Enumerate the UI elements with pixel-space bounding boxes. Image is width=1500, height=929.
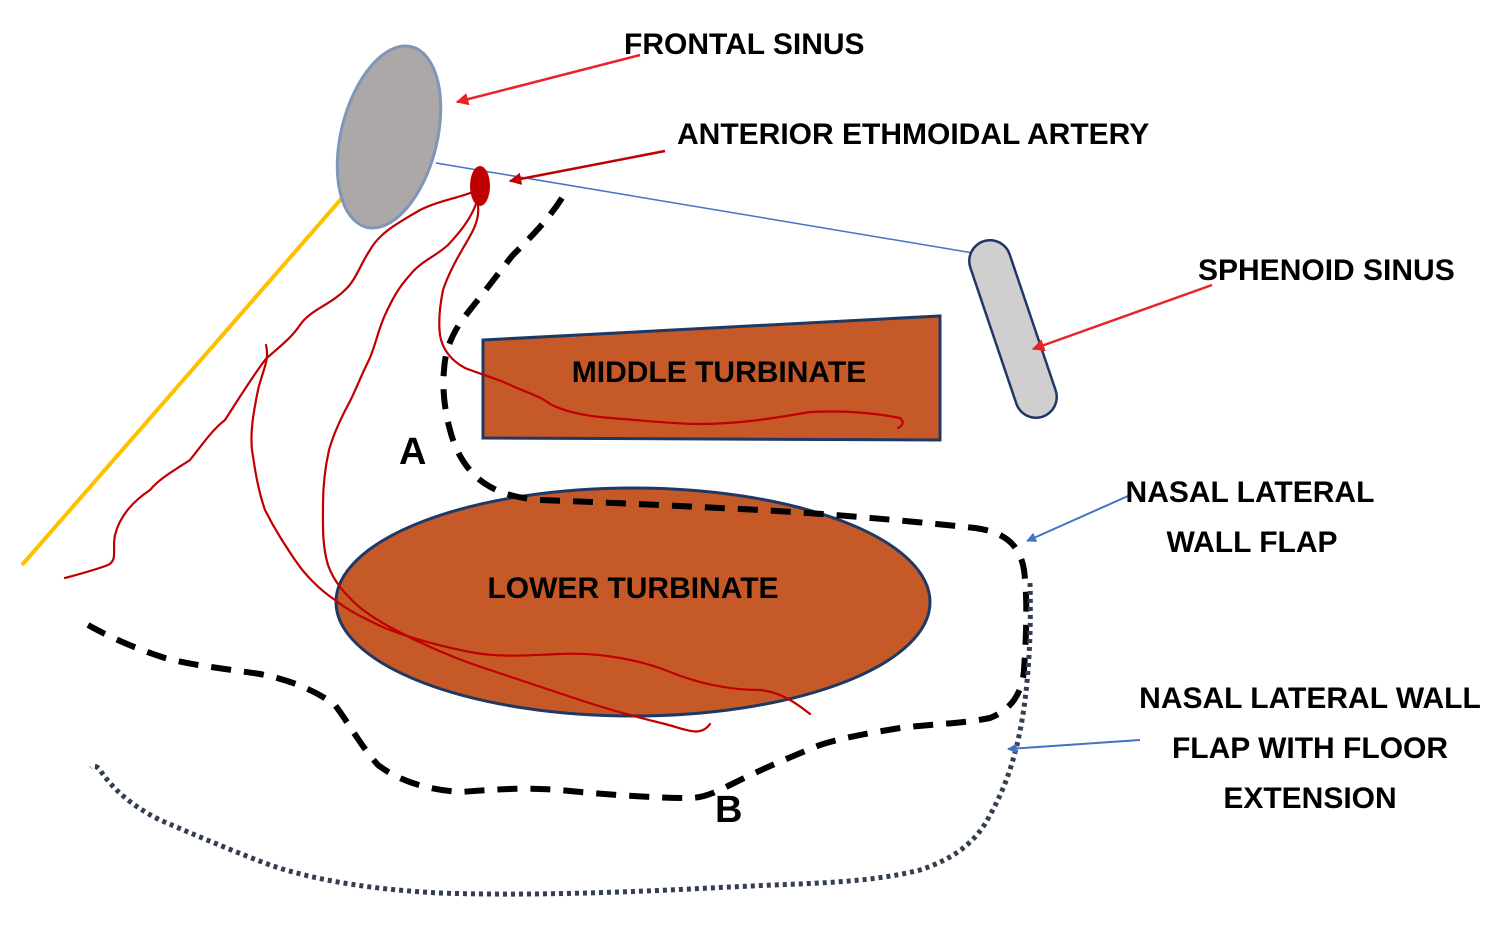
point-b-label: B <box>715 789 742 831</box>
floor-extension-label-line2: FLAP WITH FLOOR <box>1172 732 1448 765</box>
anterior-ethmoidal-artery-node <box>470 166 490 206</box>
anterior-ethmoidal-artery-pointer <box>508 149 666 185</box>
nasal-lateral-wall-flap-label-line1: NASAL LATERAL <box>1126 476 1375 509</box>
artery-branch-1 <box>63 188 480 580</box>
floor-extension-pointer <box>1007 739 1141 754</box>
nasal-lateral-wall-flap-outline <box>86 196 1030 802</box>
frontal-sinus-label: FRONTAL SINUS <box>624 28 865 61</box>
floor-extension-label-line3: EXTENSION <box>1223 782 1396 815</box>
artery-branches <box>63 188 904 733</box>
floor-extension-label-line1: NASAL LATERAL WALL <box>1139 682 1481 715</box>
sphenoid-sinus-pointer <box>1031 283 1213 352</box>
floor-extension-outline <box>89 582 1033 897</box>
nasal-lateral-wall-flap-pointer <box>1026 495 1129 542</box>
skull-base-line <box>435 162 986 256</box>
artery-branch-3 <box>321 202 712 733</box>
anterior-ethmoidal-artery-label: ANTERIOR ETHMOIDAL ARTERY <box>677 118 1149 151</box>
middle-turbinate <box>481 314 942 442</box>
artery-branch-4 <box>438 204 904 430</box>
artery-branch-2 <box>250 343 812 716</box>
lower-turbinate-label: LOWER TURBINATE <box>487 572 778 605</box>
nasal-dorsum-line <box>20 196 344 567</box>
middle-turbinate-label: MIDDLE TURBINATE <box>572 356 866 389</box>
nasal-lateral-wall-flap-label-line2: WALL FLAP <box>1166 526 1337 559</box>
frontal-sinus-pointer <box>455 53 641 106</box>
sphenoid-sinus <box>970 241 1056 417</box>
frontal-sinus <box>335 44 443 230</box>
point-a-label: A <box>399 431 426 473</box>
sphenoid-sinus-label: SPHENOID SINUS <box>1198 254 1455 287</box>
